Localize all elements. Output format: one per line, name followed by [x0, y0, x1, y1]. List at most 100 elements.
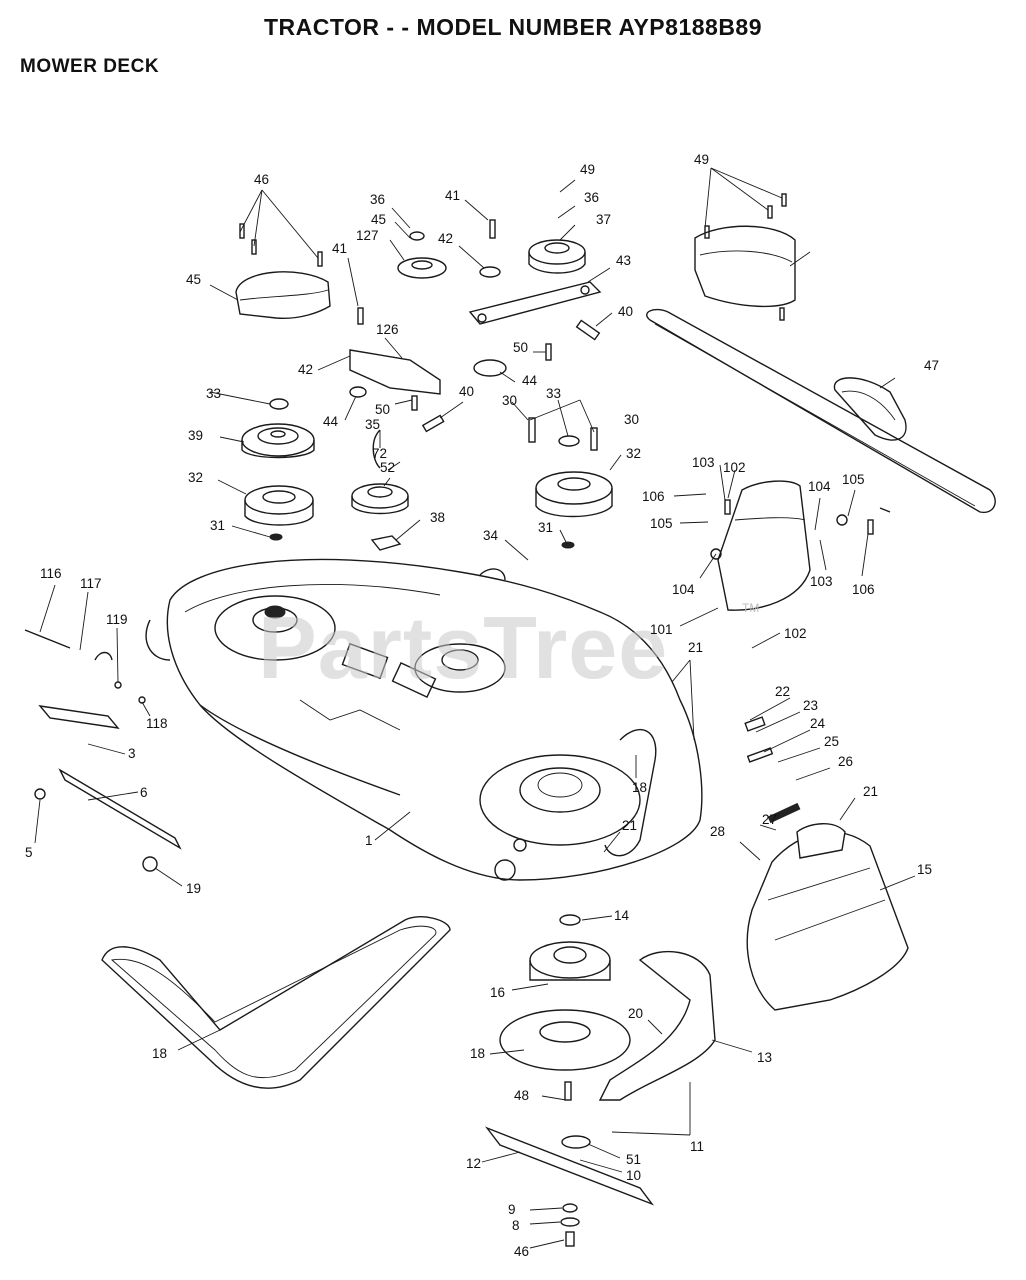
- callout-label: 51: [626, 1152, 641, 1167]
- callout-label: 38: [430, 510, 445, 525]
- callout-label: 18: [470, 1046, 485, 1061]
- callout-label: 25: [824, 734, 839, 749]
- callout-label: 28: [710, 824, 725, 839]
- callout-label: 20: [628, 1006, 643, 1021]
- callout-label: 52: [380, 460, 395, 475]
- callout-label: 21: [863, 784, 878, 799]
- callout-label: 9: [508, 1202, 516, 1217]
- right-pulley-stack: [528, 417, 613, 549]
- callout-label: 104: [808, 479, 831, 494]
- callout-label: 46: [514, 1244, 529, 1259]
- callout-label: 36: [584, 190, 599, 205]
- callout-label: 118: [146, 716, 168, 731]
- callout-label: 42: [438, 231, 453, 246]
- top-idler-arm: [349, 219, 602, 433]
- callout-label: 15: [917, 862, 932, 877]
- right-belt-cover: [694, 193, 796, 321]
- callout-label: 72: [372, 446, 387, 461]
- callout-label: 103: [810, 574, 833, 589]
- callout-label: 46: [254, 172, 269, 187]
- section-title: MOWER DECK: [20, 56, 160, 77]
- callout-label: 23: [803, 698, 818, 713]
- callout-label: 48: [514, 1088, 529, 1103]
- mower-deck-housing: [145, 558, 703, 881]
- discharge-deflector: [744, 716, 909, 1011]
- callout-label: 32: [188, 470, 203, 485]
- callout-label: 102: [723, 460, 746, 475]
- callout-label: 33: [206, 386, 221, 401]
- callout-label: 12: [466, 1156, 481, 1171]
- leader-lines: [34, 167, 916, 1249]
- callout-labels: 46 49 36 41 127 42 37 45 43 41 126 40 42…: [25, 152, 939, 1259]
- callout-label: 22: [775, 684, 790, 699]
- callout-label: 126: [376, 322, 399, 337]
- page-title: TRACTOR - - MODEL NUMBER AYP8188B89: [263, 14, 763, 40]
- callout-label: 27: [762, 812, 777, 827]
- callout-label: 37: [596, 212, 611, 227]
- callout-label: 50: [513, 340, 528, 355]
- callout-label: 117: [80, 576, 102, 591]
- callout-label: 14: [614, 908, 630, 923]
- callout-label: 119: [106, 612, 128, 627]
- callout-label: 49: [580, 162, 595, 177]
- callout-label: 21: [688, 640, 703, 655]
- left-pulley-stack: [241, 398, 315, 541]
- callout-label: 31: [210, 518, 225, 533]
- callout-label: 41: [445, 188, 460, 203]
- watermark: PartsTree TM: [258, 598, 759, 697]
- callout-label: 44: [522, 373, 538, 388]
- left-belt-cover: [235, 223, 331, 320]
- watermark-text: PartsTree: [258, 598, 668, 697]
- callout-label: 21: [622, 818, 637, 833]
- deck-belt-48: [101, 916, 451, 1089]
- callout-label: 40: [618, 304, 633, 319]
- callout-label: 106: [642, 489, 665, 504]
- callout-label: 41: [332, 241, 347, 256]
- callout-label: 36: [370, 192, 385, 207]
- callout-label: 40: [459, 384, 474, 399]
- callout-label: 116: [40, 566, 62, 581]
- callout-label: 105: [842, 472, 865, 487]
- callout-label: 106: [852, 582, 875, 597]
- callout-label: 103: [692, 455, 715, 470]
- callout-label: 26: [838, 754, 853, 769]
- callout-label: 34: [483, 528, 499, 543]
- callout-label: 101: [650, 622, 673, 637]
- drive-belt-47: [646, 308, 996, 514]
- height-adjust-linkage: [24, 629, 182, 872]
- callout-label: 104: [672, 582, 695, 597]
- callout-label: 49: [694, 152, 709, 167]
- watermark-trademark: TM: [742, 601, 759, 615]
- callout-label: 105: [650, 516, 673, 531]
- callout-label: 11: [690, 1139, 704, 1154]
- callout-label: 45: [371, 212, 386, 227]
- callout-label: 30: [502, 393, 517, 408]
- callout-label: 6: [140, 785, 148, 800]
- center-pulley-stack: [351, 429, 409, 551]
- callout-label: 5: [25, 845, 33, 860]
- callout-label: 33: [546, 386, 561, 401]
- callout-label: 18: [632, 780, 647, 795]
- callout-label: 8: [512, 1218, 520, 1233]
- callout-label: 16: [490, 985, 505, 1000]
- callout-label: 13: [757, 1050, 772, 1065]
- callout-label: 1: [365, 833, 373, 848]
- callout-label: 19: [186, 881, 201, 896]
- callout-label: 35: [365, 417, 380, 432]
- callout-label: 50: [375, 402, 390, 417]
- callout-label: 18: [152, 1046, 167, 1061]
- discharge-chute-bracket: [710, 480, 891, 611]
- blade-spindle-assembly: [484, 914, 716, 1247]
- callout-label: 39: [188, 428, 203, 443]
- callout-label: 30: [624, 412, 639, 427]
- callout-label: 47: [924, 358, 939, 373]
- callout-label: 43: [616, 253, 631, 268]
- callout-label: 45: [186, 272, 201, 287]
- callout-label: 102: [784, 626, 807, 641]
- callout-label: 32: [626, 446, 641, 461]
- callout-label: 10: [626, 1168, 641, 1183]
- callout-label: 3: [128, 746, 136, 761]
- callout-label: 31: [538, 520, 553, 535]
